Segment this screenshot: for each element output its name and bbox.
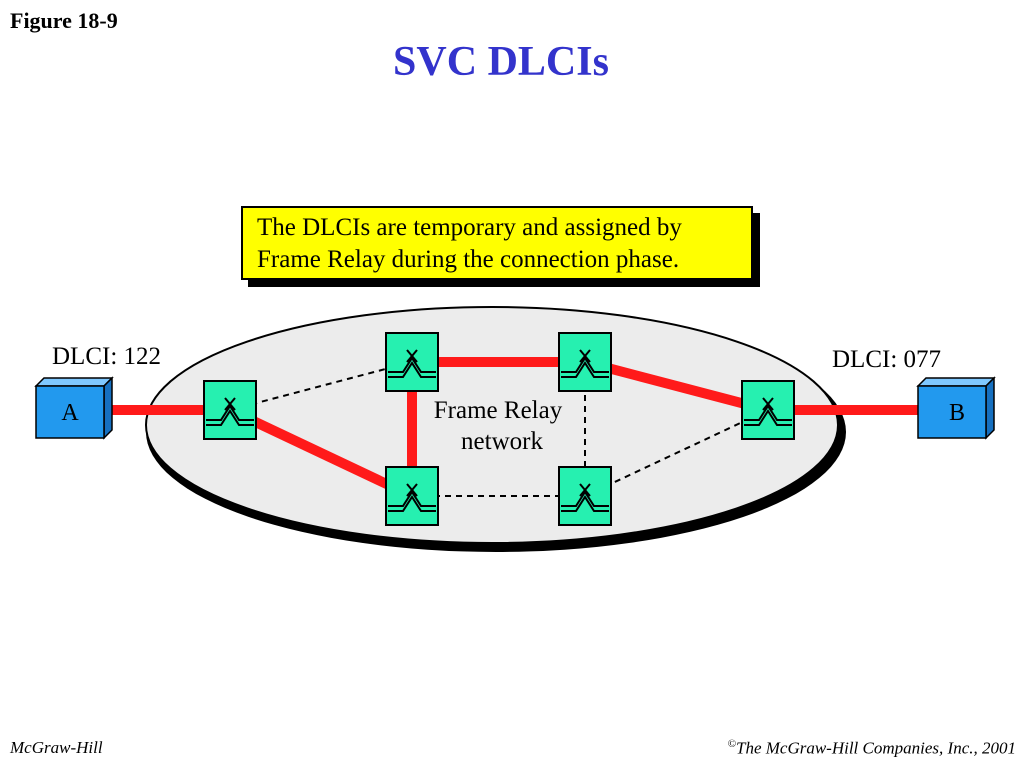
- endpoint-a-icon: [34, 376, 114, 440]
- switch-icon: [741, 380, 795, 440]
- copyright-notice: ©The McGraw-Hill Companies, Inc., 2001: [728, 738, 1016, 759]
- switch-icon: [203, 380, 257, 440]
- path-segment: [227, 405, 415, 501]
- figure-label: Figure 18-9: [10, 8, 118, 33]
- copyright-symbol: ©: [727, 738, 736, 750]
- network-label-line2: network: [461, 428, 543, 455]
- right-dlci-label: DLCI: 077: [832, 346, 941, 373]
- slide-title: SVC DLCIs: [393, 39, 609, 85]
- callout-box: The DLCIs are temporary and assigned by …: [241, 206, 753, 280]
- publisher-logo: McGraw-Hill: [10, 738, 103, 757]
- dashed-link: [584, 409, 769, 497]
- left-dlci-label: DLCI: 122: [52, 343, 161, 370]
- endpoint-b-icon: [916, 376, 996, 440]
- endpoint-b-label: B: [949, 400, 965, 426]
- network-label-line1: Frame Relay: [434, 397, 563, 424]
- switch-icon: [385, 466, 439, 526]
- dashed-link: [229, 361, 413, 411]
- switch-icon: [558, 332, 612, 392]
- path-segment: [583, 357, 770, 415]
- endpoint-a-label: A: [61, 400, 79, 426]
- switch-icon: [558, 466, 612, 526]
- callout-line2: Frame Relay during the connection phase.: [257, 246, 680, 273]
- network-cloud: [145, 306, 839, 544]
- switch-icon: [385, 332, 439, 392]
- copyright-text: The McGraw-Hill Companies, Inc., 2001: [735, 738, 1016, 758]
- callout-line1: The DLCIs are temporary and assigned by: [257, 214, 682, 241]
